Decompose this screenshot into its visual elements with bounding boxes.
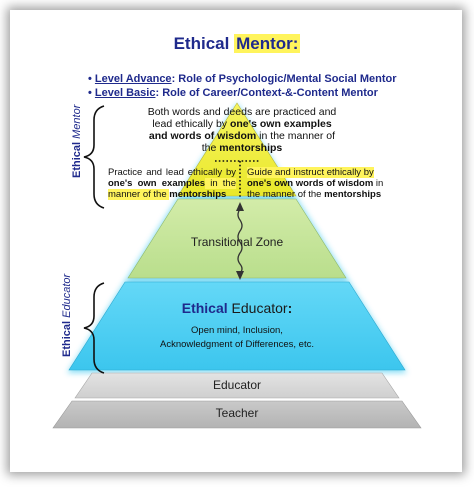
ethical-educator-t1: Ethical [181, 300, 228, 316]
side-educator-bold: Ethical [61, 320, 73, 357]
side-mentor-plain: Mentor [71, 104, 83, 139]
mentor-right-p1: Guide and instruct ethically by [247, 167, 374, 178]
brace-educator [83, 282, 105, 374]
tier-teacher [52, 400, 422, 429]
mentor-right-p2: in the manner of the [247, 177, 384, 200]
brace-mentor [83, 105, 105, 209]
educator-label: Educator [212, 378, 262, 392]
mentor-left-text: Practice and lead ethically by one's own… [108, 167, 236, 201]
side-mentor-bold: Ethical [71, 141, 83, 178]
mentor-left-p1: Practice and lead ethically by [108, 167, 236, 178]
level-basic-label: Level Basic [94, 87, 156, 99]
transition-arrow [237, 208, 243, 274]
mentor-left-b1: one's own examples [108, 177, 206, 189]
transitional-zone-label: Transitional Zone [190, 235, 284, 249]
mentor-right-b2: mentorships [324, 188, 382, 200]
page-title: Ethical Mentor: [0, 34, 474, 54]
level-basic-text: : Role of Career/Context-&-Content Mento… [155, 87, 378, 99]
ethical-educator-title: Ethical Educator: [0, 300, 474, 316]
ethical-educator-colon: : [287, 300, 293, 316]
ethical-educator-t2: Educator [231, 300, 288, 316]
side-educator-plain: Educator [61, 273, 73, 318]
transition-arrow-head-down [236, 271, 244, 280]
mentor-right-text: Guide and instruct ethically by one's ow… [247, 167, 387, 201]
mentor-top-b1: one's own examples and words of wisdom [148, 118, 332, 143]
level-advance-text: : Role of Psychologic/Mental Social Ment… [171, 73, 397, 85]
level-advance: • Level Advance: Role of Psychologic/Men… [88, 73, 397, 85]
teacher-label: Teacher [215, 406, 259, 420]
level-advance-label: Level Advance [94, 73, 172, 85]
tier-educator [74, 372, 400, 399]
mentor-top-b2: mentorships [219, 142, 283, 155]
ethical-educator-line1: Open mind, Inclusion, [191, 325, 283, 336]
mentor-top-p1: Both words and deeds are practiced and l… [147, 106, 337, 131]
transition-arrow-head-up [236, 202, 244, 211]
level-basic: • Level Basic: Role of Career/Context-&-… [88, 87, 378, 99]
tier-transitional [127, 198, 347, 279]
title-prefix: Ethical [173, 34, 230, 53]
side-label-mentor: Ethical Mentor [71, 105, 83, 178]
title-highlight: Mentor: [234, 34, 301, 53]
side-label-educator: Ethical Educator [61, 274, 73, 357]
mentor-top-text: Both words and deeds are practiced and l… [142, 106, 342, 154]
mentor-left-b2: mentorships [169, 188, 227, 200]
mentor-right-b1: one's own words of wisdom [247, 177, 374, 189]
ethical-educator-line2: Acknowledgment of Differences, etc. [159, 339, 314, 350]
tier-ethical-educator [68, 281, 406, 371]
mentor-top-p2: in the manner of the [201, 130, 336, 155]
